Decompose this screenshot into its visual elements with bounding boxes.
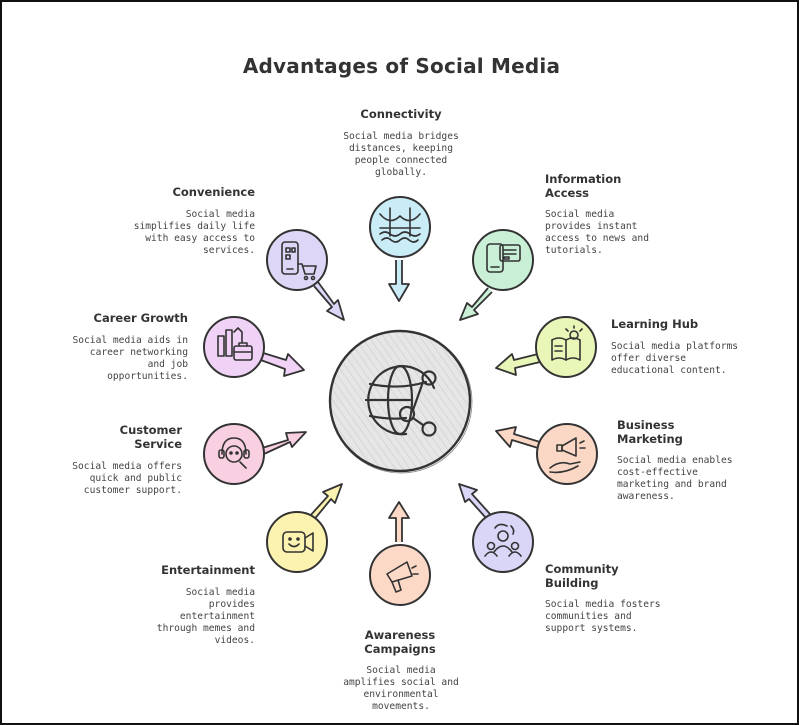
desc-community-building: Social media fosters communities and sup… <box>545 599 661 634</box>
label-community-building: Community Building <box>545 562 619 590</box>
desc-connectivity: Social media bridges distances, keeping … <box>343 131 459 178</box>
arrows <box>257 260 541 542</box>
arrow-customer-service <box>261 431 307 455</box>
book-lightbulb-icon <box>551 325 583 361</box>
label-career-growth: Career Growth <box>93 311 188 325</box>
headset-icon <box>218 437 250 469</box>
node-customer-service <box>203 423 265 485</box>
megaphone-hand-icon <box>549 437 586 474</box>
label-information-access: Information Access <box>545 172 622 200</box>
label-learning-hub: Learning Hub <box>611 317 699 331</box>
desc-convenience: Social media simplifies daily life with … <box>133 209 255 256</box>
bridge-icon <box>379 207 421 243</box>
label-awareness-campaigns: Awareness Campaigns <box>364 628 436 656</box>
diagram-title: Advantages of Social Media <box>242 54 561 78</box>
node-entertainment <box>266 511 328 573</box>
node-awareness-campaigns <box>369 544 431 606</box>
desc-learning-hub: Social media platforms offer diverse edu… <box>611 341 739 376</box>
hub-node <box>328 329 473 474</box>
arrow-awareness-campaigns <box>388 501 410 542</box>
label-entertainment: Entertainment <box>161 563 255 577</box>
arrow-learning-hub <box>495 353 541 376</box>
label-convenience: Convenience <box>172 185 255 199</box>
desc-awareness-campaigns: Social media amplifies social and enviro… <box>343 665 459 712</box>
desc-entertainment: Social media provides entertainment thro… <box>156 587 255 646</box>
arrow-business-marketing <box>495 426 541 449</box>
community-icon <box>484 523 522 557</box>
node-community-building <box>472 511 534 573</box>
arrow-community-building <box>458 483 491 519</box>
label-business-marketing: Business Marketing <box>617 418 683 446</box>
news-device-icon <box>486 243 521 273</box>
node-business-marketing <box>536 423 598 485</box>
desc-information-access: Social media provides instant access to … <box>545 209 649 256</box>
phone-cart-icon <box>281 241 317 281</box>
arrow-entertainment <box>308 483 343 522</box>
desc-career-growth: Social media aids in career networking a… <box>72 335 188 382</box>
label-connectivity: Connectivity <box>360 107 442 121</box>
node-convenience <box>266 229 328 291</box>
desc-customer-service: Social media offers quick and public cus… <box>72 461 182 496</box>
arrow-information-access <box>459 287 493 321</box>
arrow-convenience <box>313 281 345 321</box>
video-smile-icon <box>282 531 314 553</box>
globe-share-icon <box>364 364 437 437</box>
megaphone-icon <box>386 561 419 593</box>
desc-business-marketing: Social media enables cost-effective mark… <box>617 455 733 502</box>
node-connectivity <box>369 196 431 258</box>
label-customer-service: Customer Service <box>119 423 182 451</box>
arrow-connectivity <box>388 260 410 302</box>
arrow-career-growth <box>257 351 305 377</box>
briefcase-city-icon <box>217 327 253 361</box>
